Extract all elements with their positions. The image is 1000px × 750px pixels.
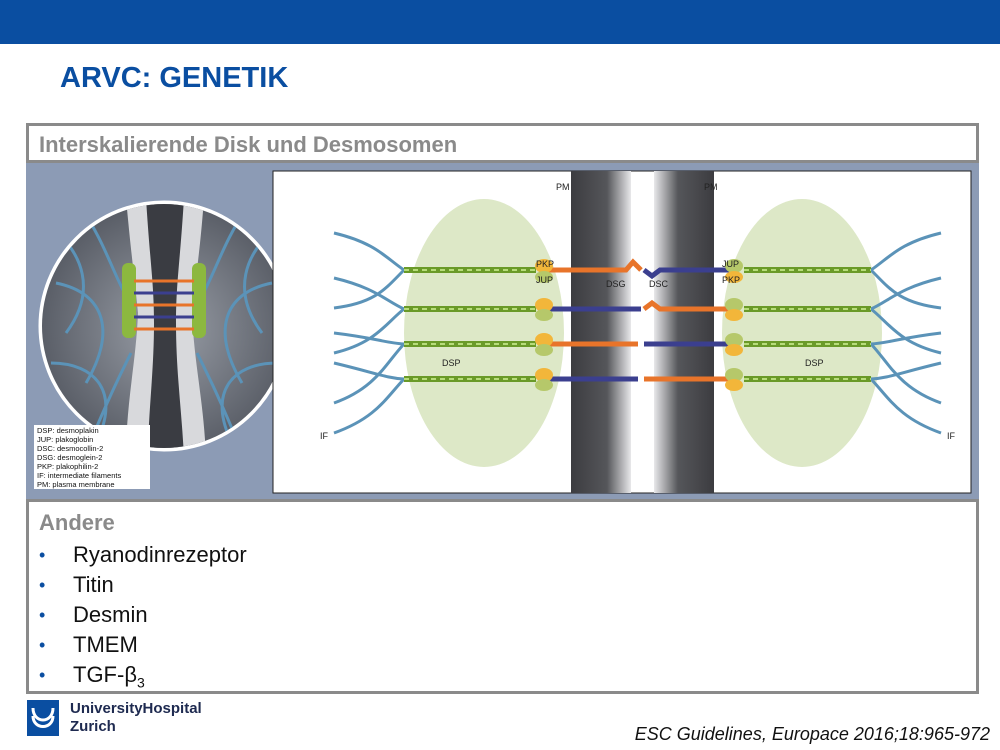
label-dsp-right: DSP xyxy=(805,358,824,368)
logo-text: UniversityHospital Zurich xyxy=(70,700,202,736)
logo-line2: Zurich xyxy=(70,718,116,735)
list-item: •Ryanodinrezeptor xyxy=(39,540,247,570)
label-dsp-left: DSP xyxy=(442,358,461,368)
bullet-icon: • xyxy=(39,635,46,655)
bullet-icon: • xyxy=(39,545,46,565)
list-item: •Titin xyxy=(39,570,247,600)
usz-logo-icon xyxy=(27,700,59,736)
label-jup-right: JUP xyxy=(722,259,739,269)
legend-item: PKP: plakophilin-2 xyxy=(37,462,98,471)
list-item: •TMEM xyxy=(39,630,247,660)
desmosome-panel: PM PM PKP JUP DSG DSC JUP PKP DSP DSP IF… xyxy=(272,170,972,494)
other-genes-box: Andere •Ryanodinrezeptor •Titin •Desmin … xyxy=(26,499,979,694)
bullet-icon: • xyxy=(39,575,46,595)
zoom-inset xyxy=(38,200,290,452)
label-jup-left: JUP xyxy=(536,275,553,285)
legend-item: PM: plasma membrane xyxy=(37,480,115,489)
legend-item: DSC: desmocollin-2 xyxy=(37,444,103,453)
figure-legend: DSP: desmoplakin JUP: plakoglobin DSC: d… xyxy=(34,425,150,489)
citation: ESC Guidelines, Europace 2016;18:965-972 xyxy=(634,724,990,744)
logo-line1: UniversityHospital xyxy=(70,700,202,717)
list-item: •TGF-β3 xyxy=(39,662,145,691)
top-banner xyxy=(0,0,1000,44)
label-if-left: IF xyxy=(320,431,329,441)
list-header: Andere xyxy=(39,510,115,535)
legend-item: JUP: plakoglobin xyxy=(37,435,93,444)
legend-item: DSG: desmoglein-2 xyxy=(37,453,102,462)
subscript: 3 xyxy=(136,674,145,691)
section-header: Interskalierende Disk und Desmosomen xyxy=(39,132,458,157)
legend-item: DSP: desmoplakin xyxy=(37,426,99,435)
desmosome-figure: DSP: desmoplakin JUP: plakoglobin DSC: d… xyxy=(26,163,979,499)
slide-title: ARVC: GENETIK xyxy=(60,62,289,94)
bullet-icon: • xyxy=(39,665,46,685)
list-item: •Desmin xyxy=(39,600,247,630)
desmosome-diagram: DSP: desmoplakin JUP: plakoglobin DSC: d… xyxy=(34,170,972,494)
bullet-icon: • xyxy=(39,605,46,625)
label-pkp-left: PKP xyxy=(536,259,554,269)
section-header-box: Interskalierende Disk und Desmosomen xyxy=(26,123,979,163)
legend-item: IF: intermediate filaments xyxy=(37,471,121,480)
label-dsc: DSC xyxy=(649,279,669,289)
label-if-right: IF xyxy=(947,431,956,441)
label-dsg: DSG xyxy=(606,279,626,289)
label-pm-right: PM xyxy=(704,182,718,192)
label-pm-left: PM xyxy=(556,182,570,192)
label-pkp-right: PKP xyxy=(722,275,740,285)
gene-list: •Ryanodinrezeptor •Titin •Desmin •TMEM •… xyxy=(39,540,247,690)
